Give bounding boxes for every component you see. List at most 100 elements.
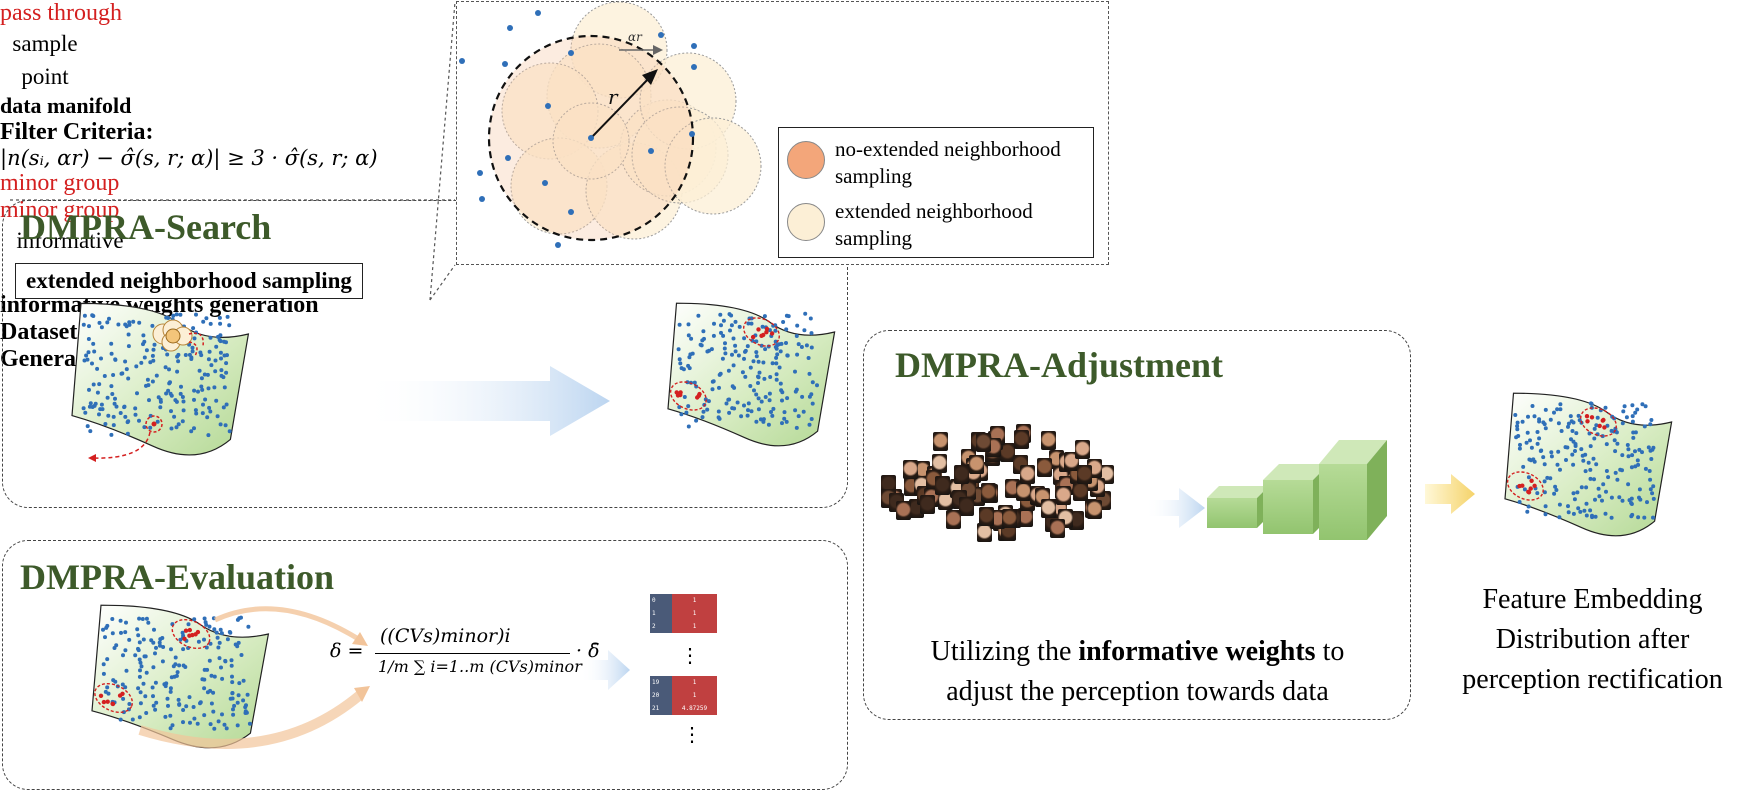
manifold-point [803, 311, 808, 316]
manifold-point [160, 659, 165, 664]
formula-denominator: 1/m ∑ i=1..m (CVs)minor [378, 657, 582, 676]
manifold-point [1569, 437, 1573, 442]
result-caption: Feature Embedding Distribution after per… [1462, 584, 1723, 695]
manifold-point [247, 721, 252, 726]
manifold-point [181, 720, 185, 725]
manifold-point [1592, 477, 1596, 482]
manifold-point [163, 714, 168, 719]
circle-legend: no-extended neighborhood sampling extend… [778, 127, 1094, 258]
model-block-large [1319, 440, 1387, 540]
manifold-point [164, 315, 169, 320]
manifold-point [177, 663, 182, 668]
manifold-point [135, 627, 140, 632]
manifold-surface [667, 302, 836, 447]
manifold-point [141, 333, 146, 338]
manifold-point [103, 635, 107, 640]
manifold-point [206, 386, 211, 391]
manifold-point [1529, 458, 1533, 463]
manifold-point [1631, 435, 1636, 440]
manifold-point [187, 695, 192, 700]
manifold-point [1558, 467, 1562, 472]
manifold-point [1521, 464, 1526, 469]
manifold-point [124, 620, 128, 625]
minor-group-point [769, 331, 775, 336]
manifold-point [153, 651, 157, 656]
manifold-point [203, 397, 208, 402]
manifold-point [1642, 424, 1647, 429]
manifold-point [799, 345, 804, 349]
manifold-point [1537, 436, 1542, 441]
sample-point-marker [88, 415, 163, 462]
manifold-point [750, 338, 755, 343]
manifold-point [716, 409, 721, 414]
adjustment-panel-title: DMPRA-Adjustment [895, 345, 1223, 385]
manifold-point [105, 657, 110, 662]
manifold-point [166, 703, 170, 708]
manifold-point [1542, 462, 1547, 467]
minor-group-point [1601, 417, 1606, 423]
manifold-point [168, 713, 173, 718]
manifold-point [150, 323, 155, 328]
manifold-point [701, 329, 706, 334]
manifold-point [121, 696, 126, 701]
manifold-point [806, 356, 811, 360]
manifold-point [1555, 462, 1560, 467]
manifold-point [1594, 423, 1599, 428]
manifold-point [133, 653, 138, 658]
manifold-point [142, 339, 147, 344]
manifold-point [81, 406, 86, 411]
face-thumbnail [976, 433, 991, 452]
face-thumbnail [1020, 465, 1035, 484]
minor-group-point [183, 628, 189, 633]
manifold-point [110, 617, 115, 621]
manifold-point [1586, 460, 1591, 465]
manifold-point [207, 349, 212, 354]
manifold-point [1649, 418, 1654, 422]
manifold-point [681, 367, 686, 372]
manifold-point [140, 617, 145, 621]
manifold-point [809, 331, 814, 336]
manifold-point [774, 346, 779, 351]
manifold-point [192, 716, 197, 721]
manifold-point [172, 674, 177, 679]
manifold-point [1625, 443, 1630, 447]
manifold-point [86, 337, 91, 341]
manifold-point [157, 640, 162, 645]
manifold-point [148, 425, 153, 430]
extended-sampling-label: extended neighborhood sampling [15, 263, 363, 299]
manifold-point [111, 423, 116, 428]
adjustment-caption: Utilizing the informative weights to adj… [880, 632, 1395, 712]
manifold-point [1584, 485, 1589, 490]
manifold-point [784, 341, 788, 345]
sample-point-label: sample point [12, 31, 78, 89]
manifold-point [774, 361, 779, 366]
manifold-point [203, 620, 208, 625]
manifold-point [1648, 477, 1653, 482]
manifold-point [199, 376, 204, 381]
manifold-point [220, 676, 225, 681]
face-thumbnail [1087, 500, 1102, 519]
manifold-point [770, 413, 775, 418]
manifold-point [144, 711, 149, 715]
manifold-point [1651, 484, 1656, 489]
manifold-point [1596, 486, 1601, 491]
face-thumbnail [1016, 482, 1031, 501]
manifold-point [1614, 430, 1619, 435]
manifold-point [1642, 515, 1647, 520]
manifold-point [809, 392, 814, 397]
manifold-point [742, 336, 747, 341]
manifold-point [91, 341, 96, 346]
minor-group-point [117, 693, 123, 698]
minor-group-point [1585, 419, 1590, 424]
manifold-point [808, 316, 813, 321]
manifold-point [706, 399, 711, 404]
manifold-point [111, 414, 116, 419]
manifold-point [174, 312, 179, 317]
minor-group-point [761, 332, 766, 338]
radius-arrow [590, 74, 653, 139]
manifold-point [735, 400, 740, 405]
manifold-point [230, 696, 235, 701]
manifold-point [1545, 475, 1550, 480]
manifold-point [126, 332, 131, 337]
manifold-point [756, 359, 761, 364]
